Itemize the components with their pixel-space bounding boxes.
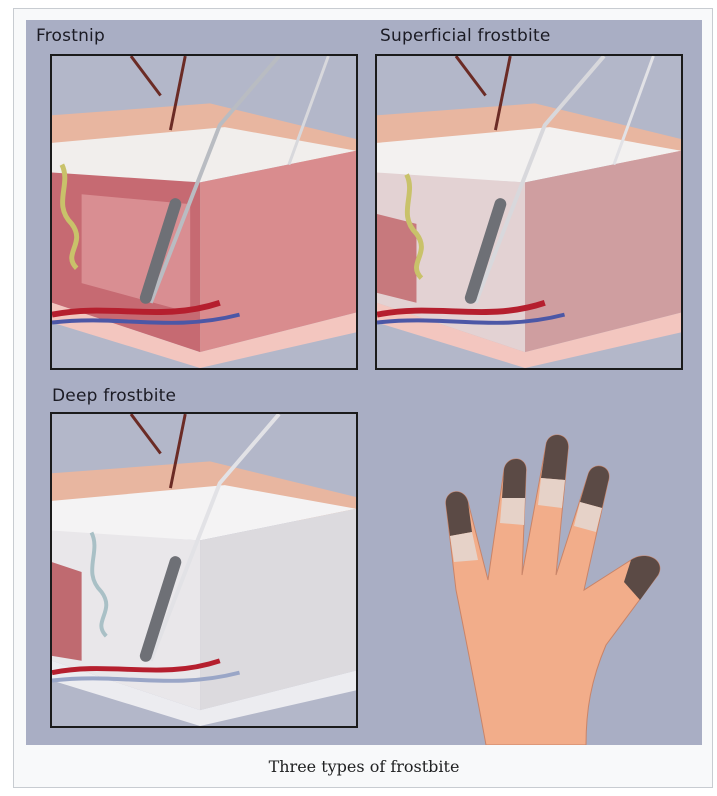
skin-cross-section-deep xyxy=(52,414,356,726)
figure-caption: Three types of frostbite xyxy=(26,750,702,784)
superficial-frostbite-skin-panel xyxy=(375,54,683,370)
panel-label-deep-frostbite: Deep frostbite xyxy=(52,386,176,406)
deep-frostbite-skin-panel xyxy=(50,412,358,728)
frostbitten-hand xyxy=(426,410,686,745)
panel-label-superficial-frostbite: Superficial frostbite xyxy=(380,26,551,46)
hand-illustration xyxy=(426,410,686,745)
frostbite-illustration: Frostnip Superficial frostbite Deep fros… xyxy=(26,20,702,745)
skin-cross-section-frostnip xyxy=(52,56,356,368)
frostnip-skin-panel xyxy=(50,54,358,370)
panel-label-frostnip: Frostnip xyxy=(36,26,105,46)
skin-cross-section-superficial xyxy=(377,56,681,368)
